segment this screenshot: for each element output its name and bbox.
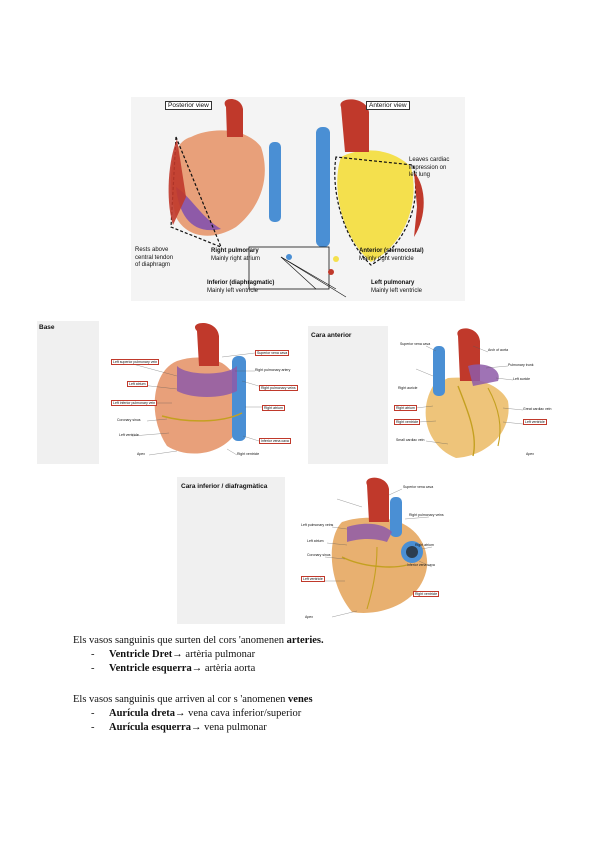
vein-item: - Aurícula dreta→ vena cava inferior/supe… [73,707,313,721]
artery-item: - Ventricle esquerra→ artèria aorta [73,662,324,676]
anterior-surface-title: Anterior (sternocostal) [359,248,424,254]
base-label-coronary-sinus: Coronary sinus [117,418,141,422]
anterior-label-arch-of-aorta: Arch of aorta [488,348,509,352]
inferior-label-left-ventricle: Left ventricle [301,576,325,582]
left-pulmonary-title: Left pulmonary [371,280,415,286]
inferior-label-left-atrium: Left atrium [307,539,324,543]
inferior-label-superior-vena-cava: Superior vena cava [403,485,434,489]
inferior-label-left-pulmonary-veins: Left pulmonary veins [301,523,334,527]
anterior-label-right-auricle: Right auricle [398,386,418,390]
right-pulmonary-sub: Mainly right atrium [211,256,261,262]
inferior-label-right-pulmonary-veins: Right pulmonary veins [409,513,444,517]
figure-heart-base: Base Left superior pulmonary vein Left a… [37,321,303,464]
figure-heart-inferior: Cara inferior / diafragmàtica Left pulmo… [177,477,447,624]
base-label-apex: Apex [137,452,145,456]
anterior-label-superior-vena-cava: Superior vena cava [400,342,431,346]
artery-item-rest: → artèria aorta [191,663,256,674]
base-label-right-pulmonary-artery: Right pulmonary artery [255,368,291,372]
anterior-view-title: Anterior view [366,101,410,110]
base-title: Base [39,324,55,331]
arteries-intro-line: Els vasos sanguinis que surten del cors … [73,634,324,648]
leaves-impression-label: Leaves cardiac impression on left lung [409,157,449,180]
artery-item: - Ventricle Dret→ artèria pulmonar [73,648,324,662]
list-dash: - [91,649,95,660]
vein-item-rest: → vena cava inferior/superior [175,708,302,719]
artery-item-bold: Ventricle esquerra [109,663,192,674]
vein-item-rest: → vena pulmonar [190,722,267,733]
left-pulmonary-sub: Mainly left ventricle [371,288,423,294]
inferior-label-right-atrium: Right atrium [415,543,434,547]
anterior-surface-sub: Mainly right ventricle [359,256,414,262]
veins-intro-text: Els vasos sanguinis que arriven al cor s… [73,694,289,705]
veins-intro-line: Els vasos sanguinis que arriven al cor s… [73,693,313,707]
base-label-right-ventricle: Right ventricle [237,452,260,456]
posterior-view-title: Posterior view [165,101,212,110]
list-dash: - [91,722,95,733]
left-pulmonary-label: Left pulmonary Mainly left ventricle [371,279,422,295]
rests-above-label: Rests above central tendon of diaphragm [135,247,173,270]
inferior-label-coronary-sinus: Coronary sinus [307,553,331,557]
posterior-heart-illustration [168,99,281,249]
figure-heart-anterior: Cara anterior Superior vena cava Right a… [308,326,574,464]
anterior-surface-label: Anterior (sternocostal) Mainly right ven… [359,247,424,263]
inferior-label-right-ventricle: Right ventricle [413,591,440,597]
leaves-impression-line-3: left lung [409,172,431,178]
base-label-superior-vena-cava: Superior vena cava [255,350,290,356]
arteries-paragraph: Els vasos sanguinis que surten del cors … [73,634,324,676]
right-pulmonary-label: Right pulmonary Mainly right atrium [211,247,260,263]
base-heart-illustration [154,322,246,454]
list-dash: - [91,708,95,719]
veins-paragraph: Els vasos sanguinis que arriven al cor s… [73,693,313,735]
base-label-left-ventricle: Left ventricle [119,433,139,437]
rests-above-line-3: of diaphragm [135,262,171,268]
inferior-title: Cara inferior / diafragmàtica [181,483,268,490]
leaves-impression-line-1: Leaves cardiac [409,157,450,163]
anterior-label-apex: Apex [526,452,534,456]
rests-above-line-1: Rests above [135,247,169,253]
anterior-label-right-ventricle: Right ventricle [394,419,421,425]
base-label-left-inferior-pulmonary-vein: Left inferior pulmonary vein [111,400,158,406]
list-dash: - [91,663,95,674]
anterior-label-left-auricle: Left auricle [513,377,531,381]
figure-heart-surfaces: Posterior view Anterior view Rests above… [131,97,465,301]
anterior-heart-illustration-2 [425,328,509,458]
anterior-label-pulmonary-trunk: Pulmonary trunk [508,363,534,367]
base-label-inferior-vena-cava: Inferior vena cava [259,438,291,444]
leaves-impression-line-2: impression on [409,164,447,171]
base-label-right-atrium: Right atrium [262,405,285,411]
vein-item: - Aurícula esquerra→ vena pulmonar [73,721,313,735]
vein-item-bold: Aurícula esquerra [109,722,191,733]
inferior-label-apex: Apex [305,615,313,619]
artery-item-rest: → artèria pulmonar [172,649,256,660]
right-pulmonary-title: Right pulmonary [211,248,259,254]
base-label-left-atrium: Left atrium [127,381,148,387]
artery-item-bold: Ventricle Dret [109,649,173,660]
anterior-label-great-cardiac-vein: Great cardiac vein [523,407,552,411]
inferior-label-inferior-vena-cava: Inferior vena cava [407,563,435,567]
inferior-heart-illustration [331,477,428,613]
anterior-heart-illustration [316,99,424,266]
arteries-intro-text: Els vasos sanguinis que surten del cors … [73,635,287,646]
inferior-surface-title: Inferior (diaphragmatic) [207,280,275,286]
anterior-label-left-ventricle: Left ventricle [523,419,547,425]
anterior-title: Cara anterior [311,332,352,339]
base-label-right-pulmonary-veins: Right pulmonary veins [259,385,298,391]
base-label-left-superior-pulmonary-vein: Left superior pulmonary vein [111,359,160,365]
anterior-label-right-atrium: Right atrium [394,405,417,411]
inferior-surface-sub: Mainly left ventricle [207,288,259,294]
veins-word: venes [288,694,313,705]
rests-above-line-2: central tendon [135,254,174,261]
arteries-word: arteries. [286,635,324,646]
anterior-label-small-cardiac-vein: Small cardiac vein [396,438,425,442]
inferior-surface-label: Inferior (diaphragmatic) Mainly left ven… [207,279,274,295]
vein-item-bold: Aurícula dreta [109,708,176,719]
